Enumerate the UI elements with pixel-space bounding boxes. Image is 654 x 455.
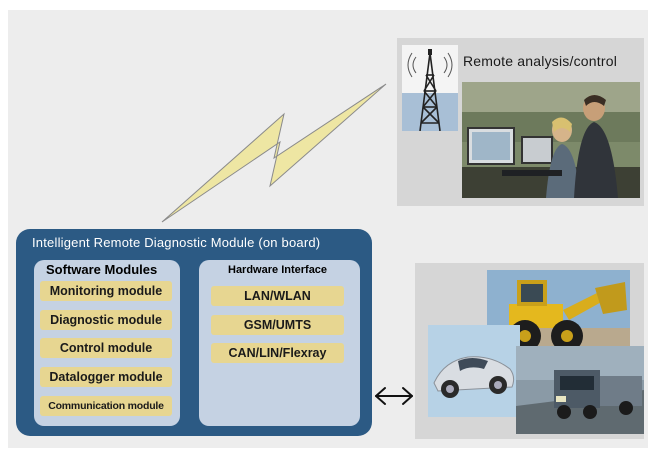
hardware-interface-item: LAN/WLAN <box>211 286 344 306</box>
software-module-item: Monitoring module <box>40 281 172 301</box>
hardware-interface-item: CAN/LIN/Flexray <box>211 343 344 363</box>
module-title: Intelligent Remote Diagnostic Module (on… <box>32 235 321 250</box>
radio-tower-image <box>402 45 458 131</box>
sports-car-photo <box>428 325 520 417</box>
remote-analysis-label: Remote analysis/control <box>463 53 617 69</box>
hardware-interface-item: GSM/UMTS <box>211 315 344 335</box>
hardware-interface-title: Hardware Interface <box>228 264 328 276</box>
workshop-photo <box>462 82 640 198</box>
truck-photo <box>516 346 644 434</box>
software-modules-title: Software Modules <box>46 262 158 277</box>
software-module-item: Control module <box>40 338 172 358</box>
double-arrow-icon <box>375 387 413 405</box>
software-module-item: Diagnostic module <box>40 310 172 330</box>
software-module-item: Communication module <box>40 396 172 416</box>
lightning-bolt <box>161 83 387 223</box>
software-module-item: Datalogger module <box>40 367 172 387</box>
